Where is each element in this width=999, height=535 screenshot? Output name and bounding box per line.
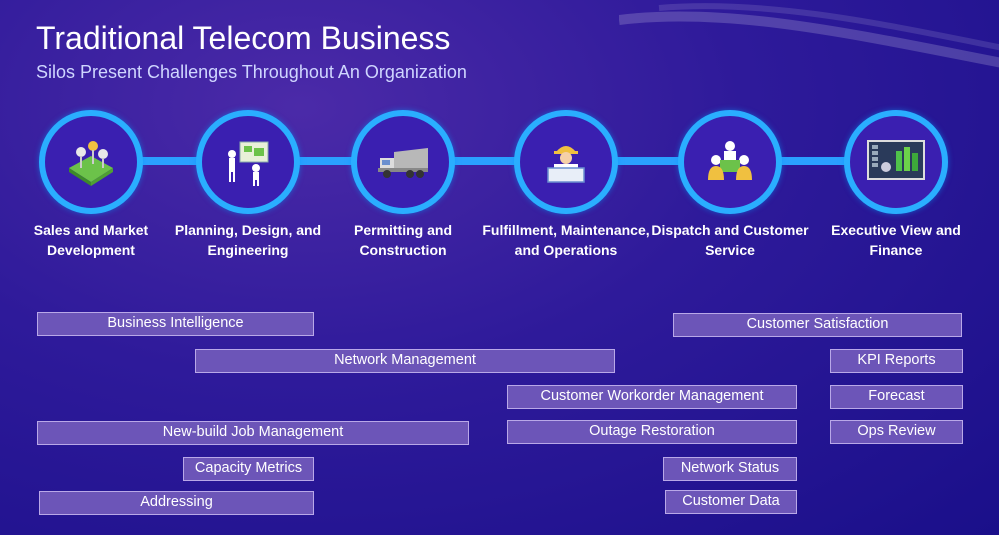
stage-executive: Executive View and Finance (811, 110, 981, 260)
silo-forecast: Forecast (830, 385, 963, 409)
stage-connector-line (90, 157, 900, 165)
silo-new-build-job-management: New-build Job Management (37, 421, 469, 445)
silo-capacity-metrics: Capacity Metrics (183, 457, 314, 481)
page-subtitle: Silos Present Challenges Throughout An O… (36, 62, 467, 82)
stage-circle (844, 110, 948, 214)
stage-sales-market: Sales and Market Development (6, 110, 176, 260)
silo-customer-workorder-management: Customer Workorder Management (507, 385, 797, 409)
dump-truck-icon (378, 148, 428, 178)
decorative-swoosh (619, 3, 999, 68)
stage-circle (351, 110, 455, 214)
silo-kpi-reports: KPI Reports (830, 349, 963, 373)
stage-circle (678, 110, 782, 214)
silo-network-status: Network Status (663, 457, 797, 481)
silo-outage-restoration: Outage Restoration (507, 420, 797, 444)
stage-label: Fulfillment, Maintenance, and Operations (482, 222, 650, 258)
stage-label: Sales and Market Development (33, 222, 149, 258)
page-title: Traditional Telecom Business (36, 20, 451, 56)
stage-label: Dispatch and Customer Service (651, 222, 809, 258)
silo-addressing: Addressing (39, 491, 314, 515)
stage-fulfillment: Fulfillment, Maintenance, and Operations (481, 110, 651, 260)
stage-label: Permitting and Construction (353, 222, 452, 258)
map-pins-icon (69, 141, 113, 186)
silo-customer-satisfaction: Customer Satisfaction (673, 313, 962, 337)
stage-circle (39, 110, 143, 214)
dashboard-chart-icon (867, 140, 925, 180)
silo-customer-data: Customer Data (665, 490, 797, 514)
service-team-icon (708, 141, 752, 180)
silo-ops-review: Ops Review (830, 420, 963, 444)
silo-business-intelligence: Business Intelligence (37, 312, 314, 336)
stage-planning: Planning, Design, and Engineering (163, 110, 333, 260)
stage-label: Executive View and Finance (831, 222, 961, 258)
engineers-blueprint-icon (228, 141, 269, 186)
stage-dispatch: Dispatch and Customer Service (645, 110, 815, 260)
stage-circle (514, 110, 618, 214)
stage-label: Planning, Design, and Engineering (174, 222, 322, 258)
worker-laptop-icon (547, 146, 585, 183)
stage-permitting: Permitting and Construction (318, 110, 488, 260)
silo-network-management: Network Management (195, 349, 615, 373)
stage-circle (196, 110, 300, 214)
